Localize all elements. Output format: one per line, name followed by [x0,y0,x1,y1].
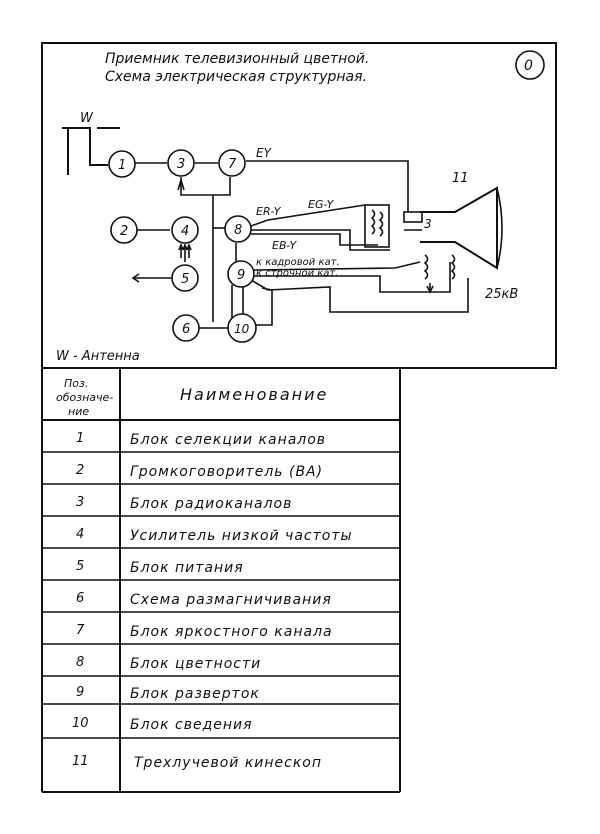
row-pos: 4 [76,527,84,542]
node-3: 3 [167,149,195,177]
row-name: Усилитель низкой частоты [130,528,353,544]
svg-text:Поз.: Поз. [64,377,88,390]
convergence-coils [364,204,390,248]
svg-text:W: W [80,111,94,126]
signal-frame-coil: к кадровой кат. [256,257,340,268]
table-row: 1 Блок селекции каналов [76,431,326,448]
table-row: 5 Блок питания [76,559,244,576]
signal-eb-y: EB-Y [272,239,297,252]
title-line-2: Схема электрическая структурная. [105,69,367,85]
table-row: 7 Блок яркостного канала [76,623,333,640]
deflection-coils [423,254,456,294]
node-6: 6 [172,314,200,342]
row-name: Трехлучевой кинескоп [134,755,322,771]
row-name: Блок цветности [130,656,261,672]
svg-text:8: 8 [234,223,242,238]
svg-text:3: 3 [177,157,185,172]
table-row: 9 Блок разверток [76,685,260,702]
row-pos: 2 [76,463,84,478]
node-10: 10 [227,313,257,343]
signal-eg-y: EG-Y [308,198,335,211]
table-row: 3 Блок радиоканалов [76,495,292,512]
table-row: 8 Блок цветности [76,655,261,672]
node-5: 5 [171,264,199,292]
row-name: Блок питания [130,560,244,576]
antenna-symbol: W [62,111,120,175]
row-pos: 8 [76,655,84,670]
signal-ey: EY [256,146,273,160]
row-pos: 9 [76,685,84,700]
node-2: 2 [110,216,138,244]
voltage-label: 25кВ [485,287,518,302]
node-9: 9 [227,260,255,288]
connection-lines [131,160,469,329]
row-pos: 10 [72,716,89,731]
row-name: Блок разверток [130,686,260,702]
node-4: 4 [171,216,199,244]
svg-text:1: 1 [118,158,126,173]
row-name: Схема размагничивания [130,592,332,608]
table-row: 2 Громкоговоритель (ВА) [76,463,323,480]
tube-electrode-3: 3 [403,211,432,231]
table-row: 10 Блок сведения [72,716,253,733]
table-header-name: Наименование [180,385,328,404]
node-7: 7 [218,149,246,177]
svg-text:2: 2 [120,224,128,239]
table-row: 11 Трехлучевой кинескоп [72,754,322,771]
antenna-note: W - Антенна [56,349,140,364]
svg-text:6: 6 [182,322,190,337]
row-pos: 6 [76,591,84,606]
row-pos: 7 [76,623,85,638]
kinescope-tube [420,186,503,270]
node-8: 8 [224,215,252,243]
row-pos: 5 [76,559,84,574]
row-name: Блок радиоканалов [130,496,292,512]
row-pos: 3 [76,495,84,510]
table-row: 4 Усилитель низкой частоты [76,527,353,544]
svg-text:ние: ние [68,405,89,418]
signal-line-coil: к строчной кат. [256,268,338,279]
sheet-marker: 0 [515,50,545,80]
node-11-label: 11 [452,171,469,186]
svg-text:10: 10 [234,322,250,336]
svg-text:7: 7 [228,157,237,172]
svg-text:4: 4 [181,224,189,239]
svg-text:5: 5 [181,272,189,287]
table-row: 6 Схема размагничивания [76,591,332,608]
diagram-frame [41,42,557,369]
row-name: Блок селекции каналов [130,432,326,448]
svg-text:9: 9 [237,268,245,283]
title-line-1: Приемник телевизионный цветной. [105,51,369,67]
row-pos: 1 [76,431,84,446]
component-table [41,368,401,793]
table-header-pos: Поз. обозначе- ние [56,377,113,418]
svg-text:0: 0 [524,58,533,74]
svg-text:3: 3 [424,217,432,231]
row-name: Блок яркостного канала [130,624,333,640]
row-name: Громкоговоритель (ВА) [130,464,323,480]
row-name: Блок сведения [130,717,253,733]
signal-er-y: ER-Y [256,205,282,218]
svg-text:обозначе-: обозначе- [56,391,113,404]
row-pos: 11 [72,754,89,769]
node-1: 1 [108,150,136,178]
